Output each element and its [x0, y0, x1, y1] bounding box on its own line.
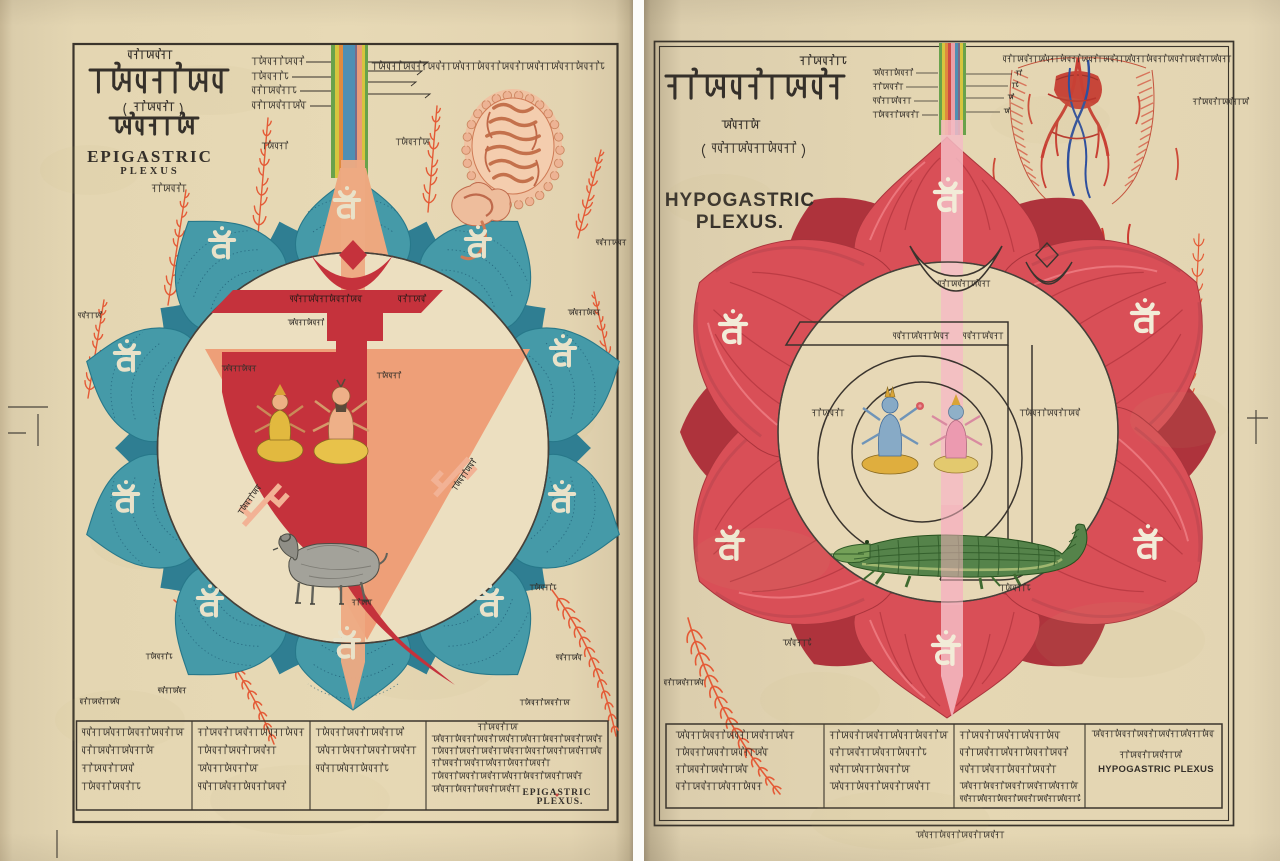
svg-text:PLEXUS.: PLEXUS. [696, 212, 784, 233]
svg-text:HYPOGASTRIC: HYPOGASTRIC [665, 190, 815, 211]
svg-text:PLEXUS: PLEXUS [120, 166, 179, 177]
svg-text:EPIGASTRIC: EPIGASTRIC [522, 788, 591, 798]
svg-text:EPIGASTRIC: EPIGASTRIC [87, 147, 213, 166]
svg-text:HYPOGASTRIC PLEXUS: HYPOGASTRIC PLEXUS [1098, 764, 1214, 775]
svg-text:PLEXUS.: PLEXUS. [537, 797, 584, 807]
